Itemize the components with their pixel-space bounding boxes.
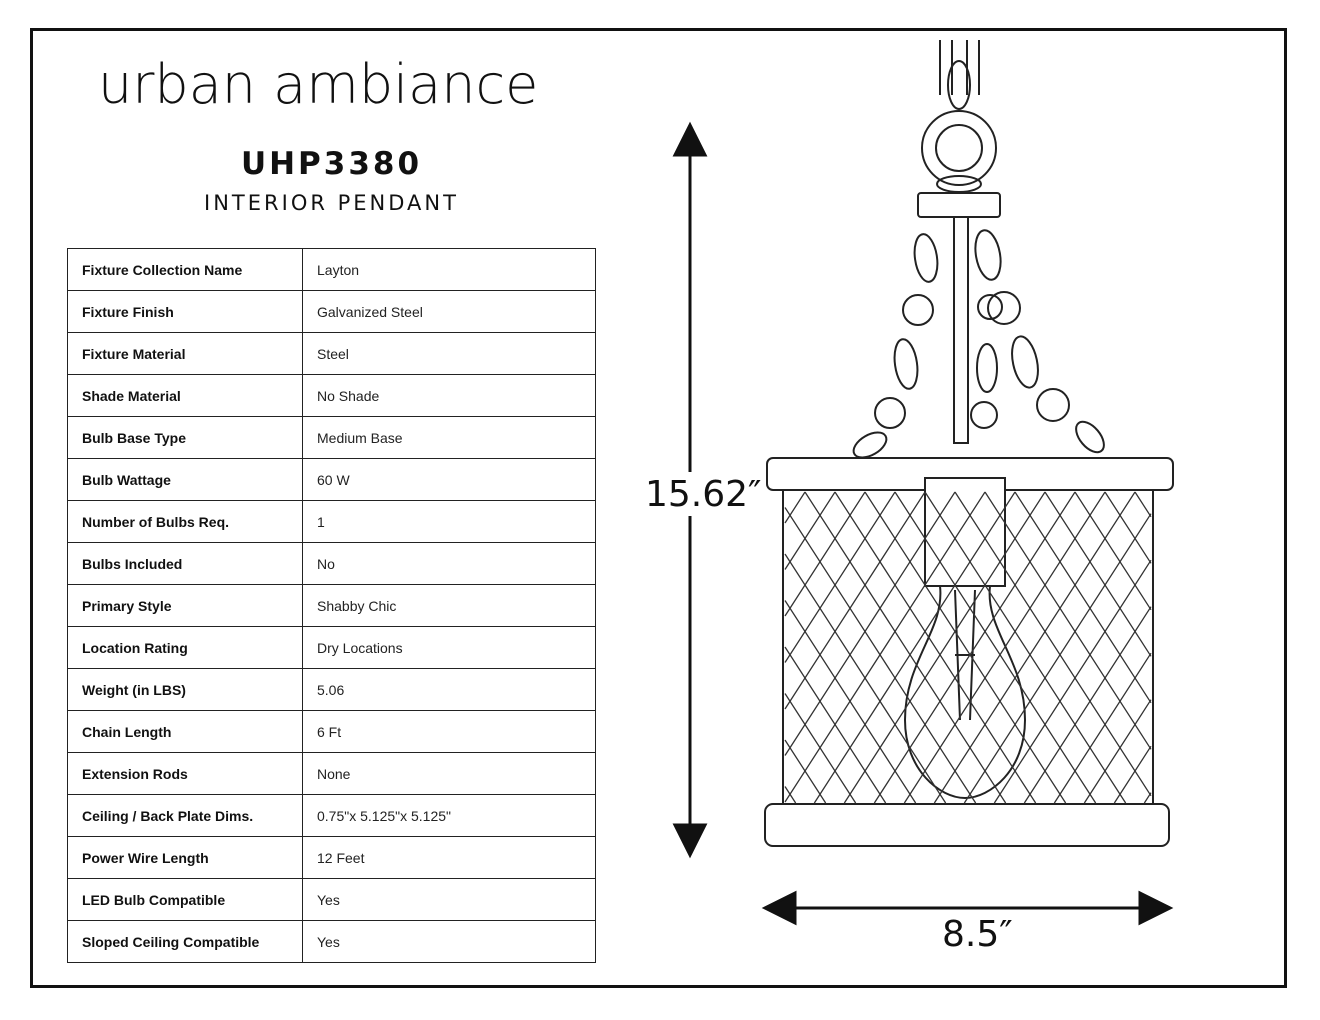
spec-value: 60 W bbox=[302, 458, 596, 501]
spec-label: Bulb Base Type bbox=[67, 416, 303, 459]
spec-value: Galvanized Steel bbox=[302, 290, 596, 333]
spec-label: LED Bulb Compatible bbox=[67, 878, 303, 921]
height-dimension-label: 15.62″ bbox=[645, 474, 762, 515]
spec-label: Weight (in LBS) bbox=[67, 668, 303, 711]
spec-value: Yes bbox=[302, 878, 596, 921]
spec-label: Sloped Ceiling Compatible bbox=[67, 920, 303, 963]
spec-value: Layton bbox=[302, 248, 596, 291]
spec-label: Ceiling / Back Plate Dims. bbox=[67, 794, 303, 837]
spec-label: Shade Material bbox=[67, 374, 303, 417]
spec-label: Power Wire Length bbox=[67, 836, 303, 879]
spec-label: Fixture Finish bbox=[67, 290, 303, 333]
spec-row: Weight (in LBS)5.06 bbox=[67, 668, 596, 711]
model-number: UHP3380 bbox=[240, 146, 423, 182]
spec-value: Steel bbox=[302, 332, 596, 375]
spec-value: Dry Locations bbox=[302, 626, 596, 669]
spec-value: 6 Ft bbox=[302, 710, 596, 753]
spec-row: Ceiling / Back Plate Dims.0.75"x 5.125"x… bbox=[67, 794, 596, 837]
spec-label: Location Rating bbox=[67, 626, 303, 669]
spec-value: 0.75"x 5.125"x 5.125" bbox=[302, 794, 596, 837]
product-type: INTERIOR PENDANT bbox=[204, 191, 459, 215]
width-dimension-label: 8.5″ bbox=[942, 914, 1013, 955]
spec-value: 12 Feet bbox=[302, 836, 596, 879]
pendant-line-drawing: 15.62″ 8.5″ bbox=[640, 40, 1174, 955]
spec-value: No bbox=[302, 542, 596, 585]
spec-value: Medium Base bbox=[302, 416, 596, 459]
spec-label: Bulb Wattage bbox=[67, 458, 303, 501]
width-dimension-arrow bbox=[761, 890, 1174, 926]
spec-value: No Shade bbox=[302, 374, 596, 417]
chain-icon bbox=[939, 40, 953, 95]
spec-label: Extension Rods bbox=[67, 752, 303, 795]
spec-value: 5.06 bbox=[302, 668, 596, 711]
spec-label: Fixture Collection Name bbox=[67, 248, 303, 291]
spec-label: Chain Length bbox=[67, 710, 303, 753]
brand-logo: urban ambiance bbox=[98, 53, 539, 116]
spec-label: Number of Bulbs Req. bbox=[67, 500, 303, 543]
spec-value: None bbox=[302, 752, 596, 795]
spec-label: Fixture Material bbox=[67, 332, 303, 375]
spec-label: Bulbs Included bbox=[67, 542, 303, 585]
mesh-pattern bbox=[784, 491, 1152, 804]
spec-value: Shabby Chic bbox=[302, 584, 596, 627]
spec-row: Number of Bulbs Req.1 bbox=[67, 500, 596, 543]
spec-value: Yes bbox=[302, 920, 596, 963]
spec-label: Primary Style bbox=[67, 584, 303, 627]
spec-value: 1 bbox=[302, 500, 596, 543]
